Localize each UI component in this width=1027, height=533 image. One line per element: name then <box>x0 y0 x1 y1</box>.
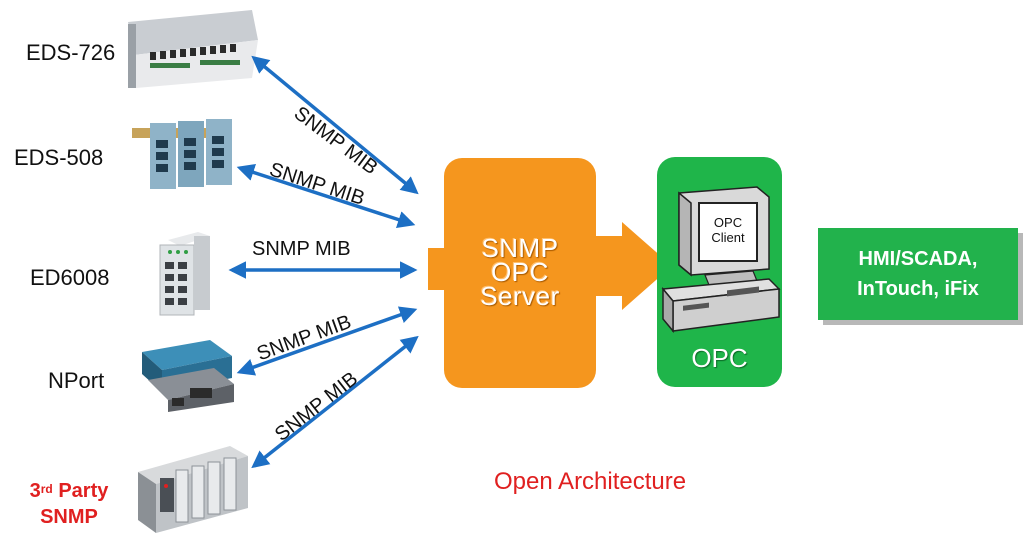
server-line3: Server <box>480 281 560 311</box>
hmi-line2: InTouch, iFix <box>857 278 979 300</box>
third-party-suffix: Party <box>58 480 109 502</box>
computer-icon <box>661 186 781 334</box>
server-line2: OPC <box>491 257 549 287</box>
opc-client-line2: Client <box>711 230 745 245</box>
opc-box: OPC Client OPC <box>657 157 782 387</box>
arrow-third-party <box>251 335 419 469</box>
device-label-eds726: EDS-726 <box>26 40 116 65</box>
ed6008-device-image <box>159 232 210 316</box>
server-line1: SNMP <box>481 233 559 263</box>
open-architecture-caption: Open Architecture <box>494 468 687 495</box>
snmp-label-ed6008: SNMP MIB <box>252 238 351 260</box>
hmi-scada-box: HMI/SCADA, InTouch, iFix <box>818 228 1018 320</box>
third-party-device-image <box>138 446 248 533</box>
third-party-line2: SNMP <box>40 506 98 528</box>
eds726-device-image <box>128 10 258 88</box>
device-label-eds508: EDS-508 <box>14 145 104 170</box>
third-party-prefix: 3 <box>29 480 41 502</box>
hmi-line1: HMI/SCADA, <box>858 248 978 270</box>
server-text: SNMP OPC Server <box>444 233 596 311</box>
nport-device-image <box>142 340 234 412</box>
device-label-ed6008: ED6008 <box>30 265 110 290</box>
snmp-opc-server: SNMP OPC Server <box>444 158 596 388</box>
server-to-opc-arrow <box>588 222 672 310</box>
opc-client-line1: OPC <box>713 215 743 230</box>
opc-client-text: OPC Client <box>699 215 757 245</box>
device-label-third-party: 3rd Party SNMP <box>8 478 130 530</box>
third-party-sup: rd <box>40 482 53 496</box>
server-left-tab <box>428 248 446 290</box>
arrow-eds508 <box>236 164 416 228</box>
device-label-nport: NPort <box>48 368 105 393</box>
eds508-device-image <box>132 119 232 189</box>
opc-label: OPC <box>691 343 748 373</box>
